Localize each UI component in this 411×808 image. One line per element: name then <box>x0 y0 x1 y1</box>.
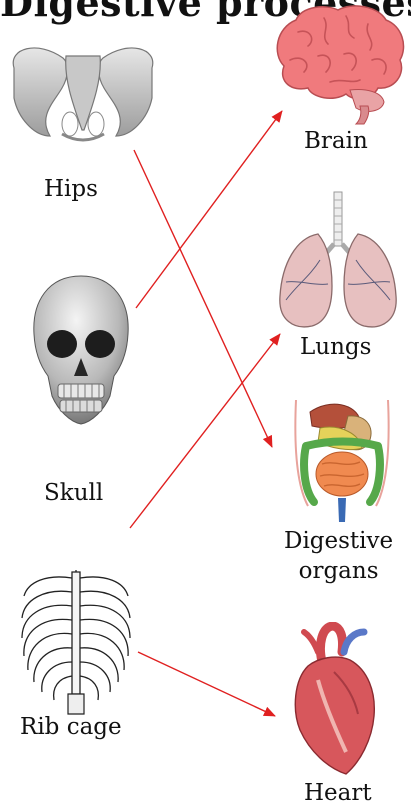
arrow-skull-to-brain <box>136 111 282 308</box>
arrow-ribcage-to-lungs <box>130 334 280 528</box>
arrow-hips-to-digestive <box>134 150 272 447</box>
arrow-ribcage-to-heart <box>138 652 275 716</box>
